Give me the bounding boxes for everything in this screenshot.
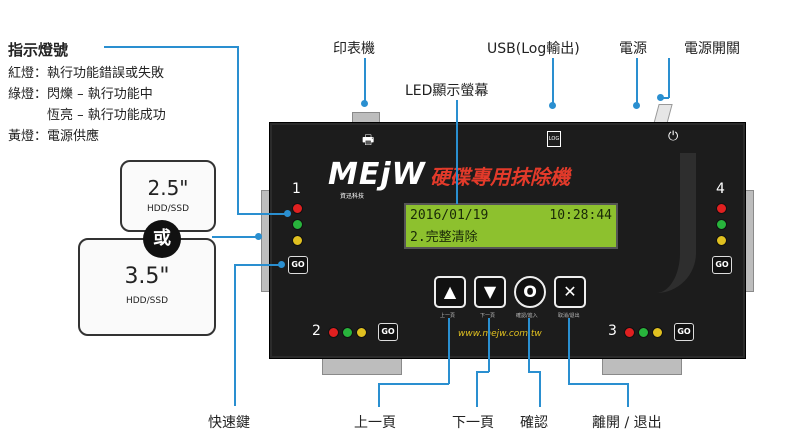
port-2-yellow-led [356, 327, 367, 338]
brand-subtitle: 資迅科技 [340, 193, 365, 200]
leader-ok-h [528, 371, 540, 373]
leader-exit-v2 [627, 383, 629, 407]
port-2-green-led [342, 327, 353, 338]
leader-power-dot [633, 102, 640, 109]
brand-logo: MEjW [328, 157, 426, 192]
port-1-go-button[interactable]: GO [288, 256, 308, 274]
leader-usb-v [552, 58, 554, 104]
port-3-number: 3 [608, 323, 617, 339]
bottom-left-connector [322, 357, 402, 375]
legend-line-yellow: 黃燈：電源供應 [8, 129, 100, 144]
port-3-green-led [638, 327, 649, 338]
page-up-key[interactable]: ▲ [434, 276, 466, 308]
legend-line-green-solid: 恆亮 – 執行功能成功 [8, 108, 166, 123]
leader-usb-dot [549, 102, 556, 109]
port-1-green-led [292, 219, 303, 230]
eraser-device: 🖶 LOG ⏻ MEjW 資迅科技 硬碟專用抹除機 2016/01/19 10:… [269, 122, 746, 359]
page-up-key-caption: 上一頁 [440, 313, 456, 319]
hdd-large-type: HDD/SSD [125, 296, 169, 306]
legend-line-red: 紅燈：執行功能錯誤或失敗 [8, 66, 165, 81]
leader-exit-v [568, 318, 570, 384]
port-2-red-led [328, 327, 339, 338]
usb-log-icon: LOG [547, 131, 561, 147]
exit-label: 離開 / 退出 [592, 415, 662, 431]
page-down-label: 下一頁 [452, 415, 494, 431]
leader-switch-h [660, 97, 669, 99]
page-up-label: 上一頁 [354, 415, 396, 431]
leader-lcd-v [456, 100, 458, 204]
hdd-3-5-illustration: 3.5" HDD/SSD [78, 238, 216, 336]
leader-down-v2 [476, 371, 478, 407]
leader-down-v [488, 318, 490, 372]
leader-switch-v [668, 58, 670, 98]
leader-down-h [476, 371, 489, 373]
page-down-key-caption: 下一頁 [480, 313, 496, 319]
lcd-menu-line: 2.完整清除 [410, 230, 478, 245]
port-1-red-led [292, 203, 303, 214]
lcd-time: 10:28:44 [549, 208, 612, 223]
port-4-red-led [716, 203, 727, 214]
exit-key[interactable]: ✕ [554, 276, 586, 308]
brand-j-watermark [640, 153, 696, 293]
leader-up-h [378, 383, 449, 385]
product-title: 硬碟專用抹除機 [430, 165, 570, 189]
website-url: www.mejw.com.tw [458, 329, 542, 339]
quick-key-label: 快速鍵 [208, 415, 250, 431]
lcd-display: 2016/01/19 10:28:44 2.完整清除 [404, 203, 618, 249]
leader-up-v2 [378, 383, 380, 407]
port-3-yellow-led [652, 327, 663, 338]
power-icon: ⏻ [668, 129, 679, 144]
leader-power-v [636, 58, 638, 104]
leader-exit-h [568, 383, 628, 385]
confirm-key[interactable]: O [514, 276, 546, 308]
leader-quick-v [234, 264, 236, 406]
leader-switch-dot [657, 94, 664, 101]
port-4-yellow-led [716, 235, 727, 246]
bottom-right-connector [602, 357, 682, 375]
leader-legend-h2 [237, 213, 287, 215]
power-switch[interactable] [653, 104, 673, 124]
leader-legend-h [104, 46, 238, 48]
lcd-label: LED顯示螢幕 [405, 83, 489, 99]
or-badge: 或 [143, 220, 181, 258]
leader-legend-dot [284, 210, 291, 217]
printer-label: 印表機 [333, 41, 375, 57]
port-1-yellow-led [292, 235, 303, 246]
port-2-go-button[interactable]: GO [378, 323, 398, 341]
printer-icon: 🖶 [362, 133, 375, 148]
port-2-number: 2 [312, 323, 321, 339]
port-1-number: 1 [292, 181, 301, 197]
power-label: 電源 [619, 41, 647, 57]
indicator-legend: 指示燈號 紅燈：執行功能錯誤或失敗 綠燈：閃爍 – 執行功能中 恆亮 – 執行功… [8, 41, 166, 147]
leader-ok-v2 [539, 371, 541, 407]
leader-printer-v [364, 58, 366, 102]
usb-label: USB(Log輸出) [487, 41, 580, 57]
confirm-label: 確認 [520, 415, 548, 431]
hdd-small-size: 2.5" [147, 176, 189, 200]
hdd-large-size: 3.5" [124, 264, 170, 289]
leader-drive-h [212, 236, 258, 238]
leader-drive-dot [255, 233, 262, 240]
leader-ok-v [528, 318, 530, 372]
leader-quick-h [234, 264, 282, 266]
leader-quick-dot [278, 261, 285, 268]
legend-line-green-blink: 綠燈：閃爍 – 執行功能中 [8, 87, 153, 102]
leader-up-v [448, 318, 450, 384]
leader-legend-v [237, 46, 239, 214]
lcd-date: 2016/01/19 [410, 208, 489, 223]
legend-title: 指示燈號 [8, 41, 69, 59]
port-4-green-led [716, 219, 727, 230]
page-down-key[interactable]: ▼ [474, 276, 506, 308]
port-4-number: 4 [716, 181, 725, 197]
leader-printer-dot [361, 100, 368, 107]
power-switch-label: 電源開關 [684, 41, 740, 57]
hdd-small-type: HDD/SSD [146, 204, 190, 214]
confirm-key-caption: 確認/進入 [516, 313, 538, 319]
port-3-red-led [624, 327, 635, 338]
port-3-go-button[interactable]: GO [674, 323, 694, 341]
port-4-go-button[interactable]: GO [712, 256, 732, 274]
exit-key-caption: 取消/退出 [558, 313, 580, 319]
